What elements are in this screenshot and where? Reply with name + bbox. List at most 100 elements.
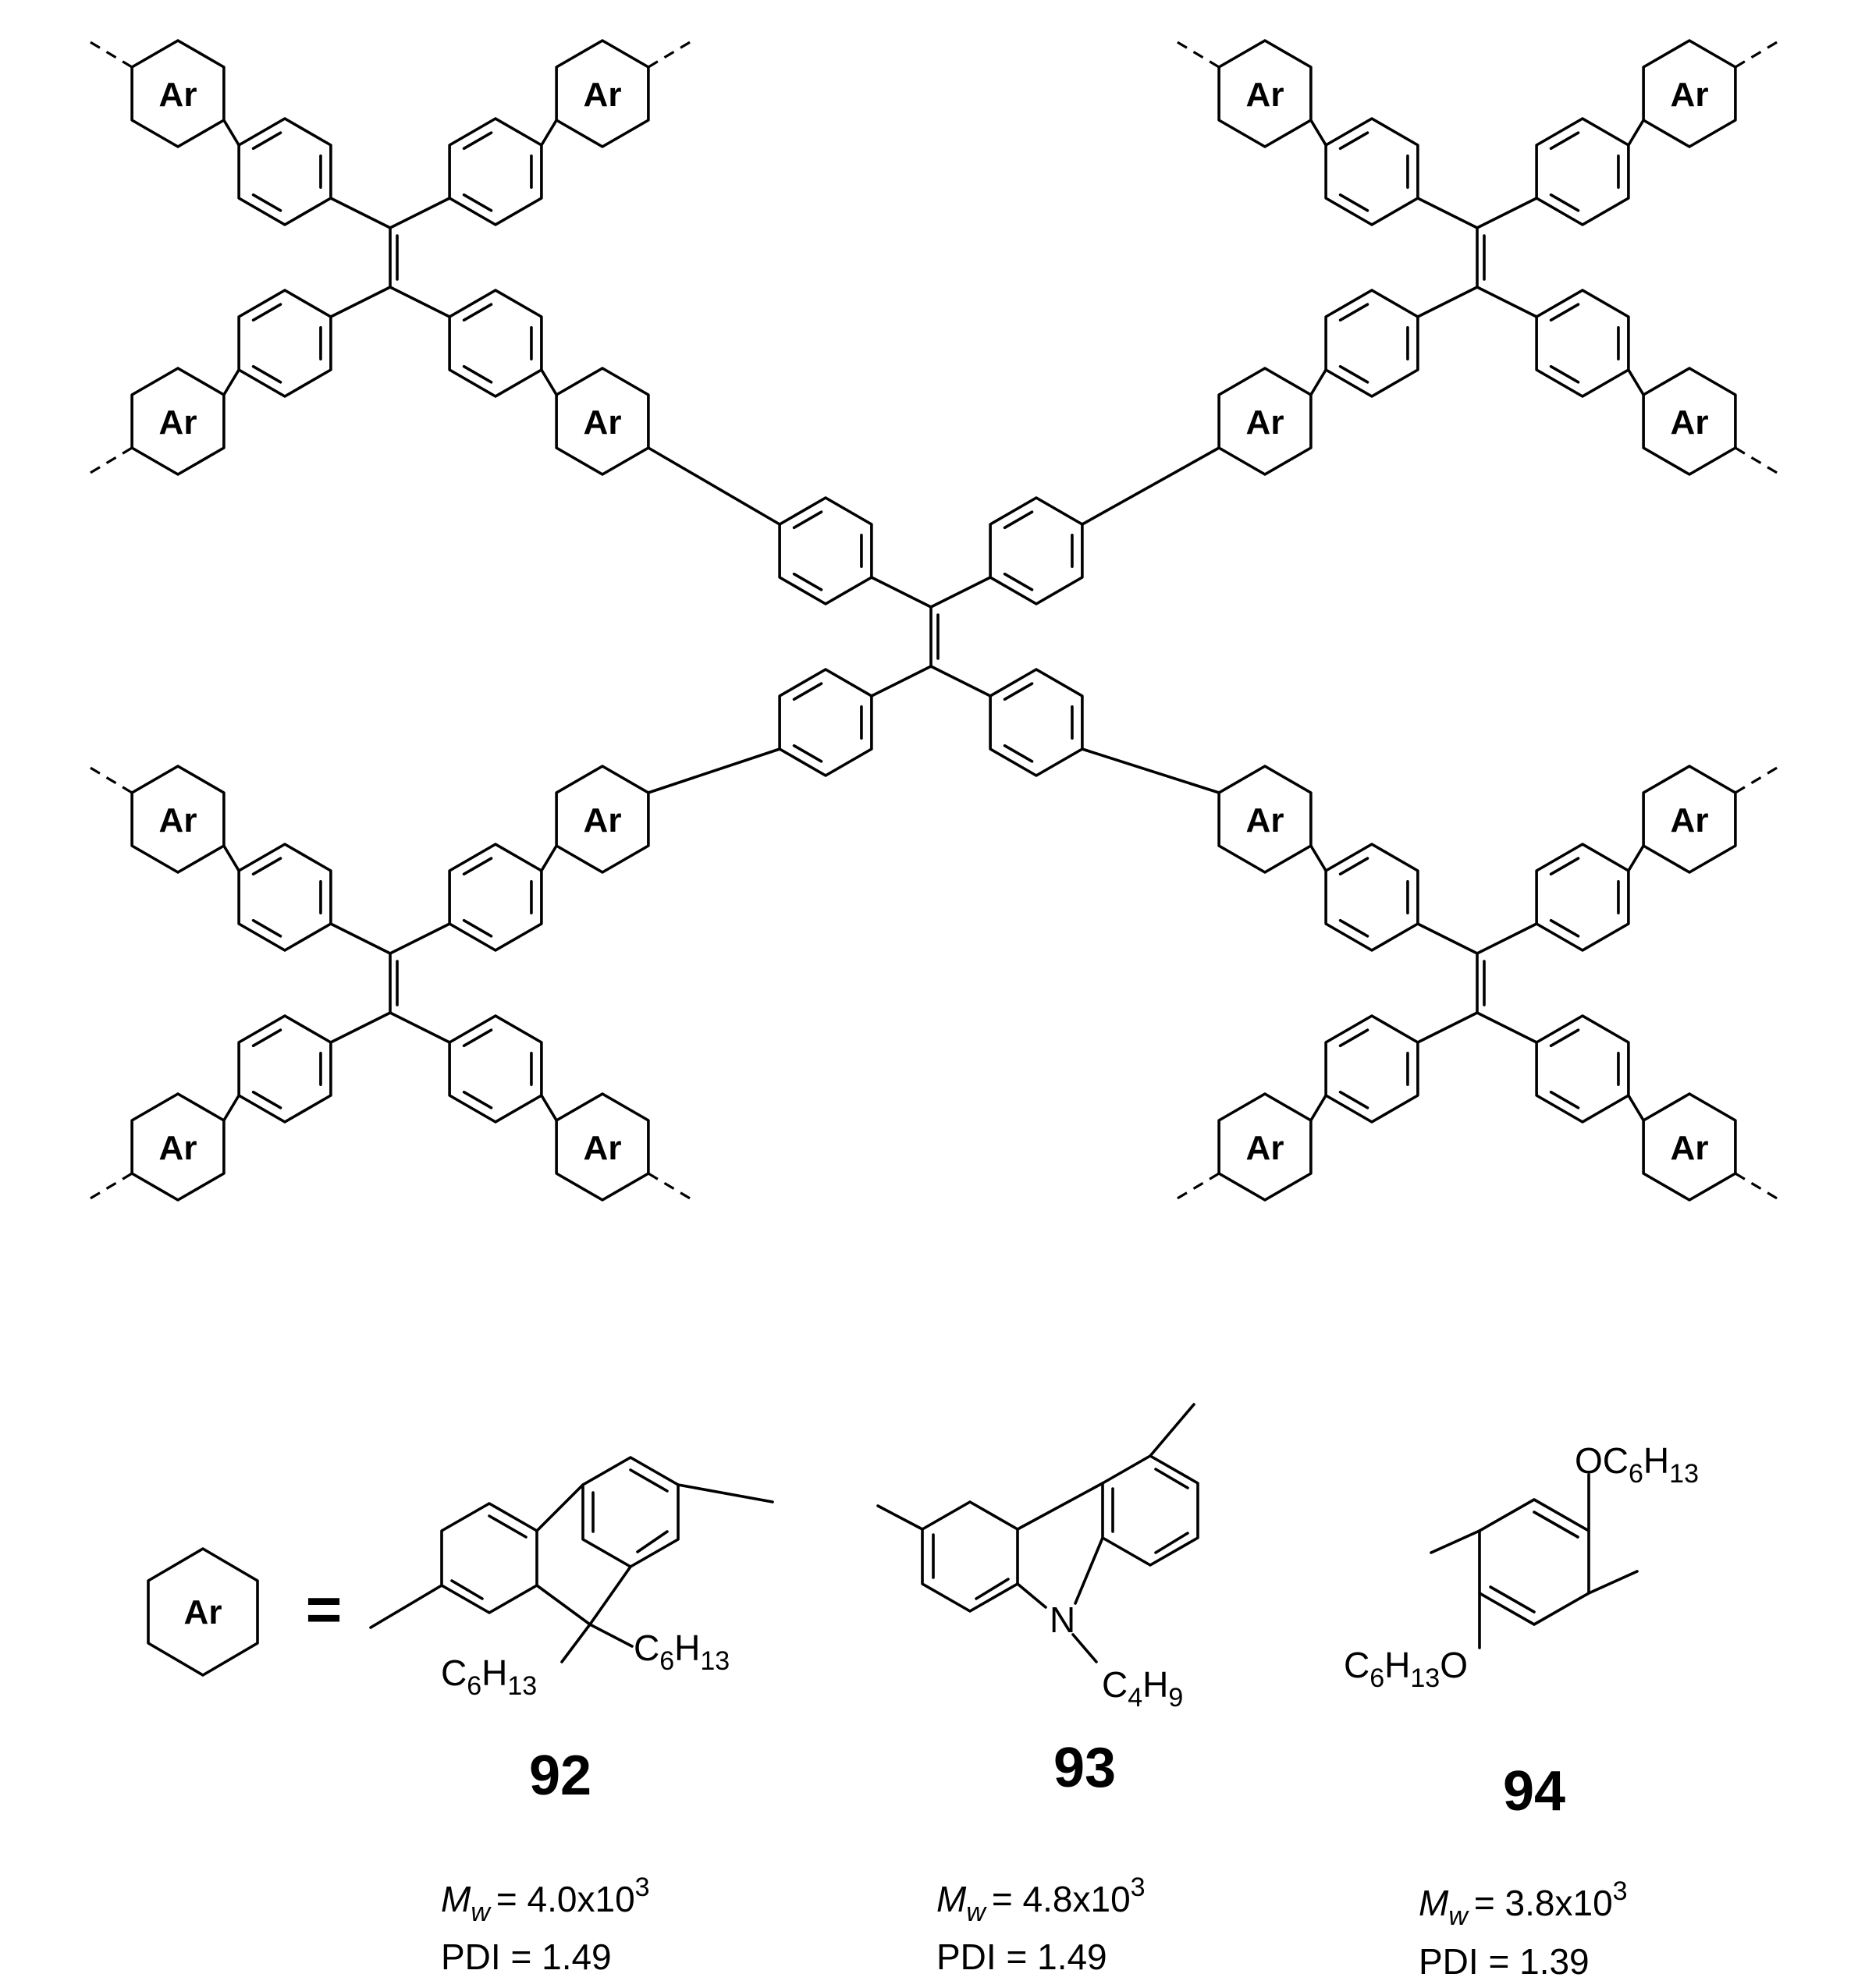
aromatic-double-bond	[462, 857, 493, 876]
ethylene-phenyl-bond	[1416, 286, 1479, 318]
ethylene-phenyl-bond	[1476, 922, 1538, 955]
ar-ring	[1642, 1092, 1737, 1202]
polymer-continuation-bond	[84, 1172, 133, 1203]
polymer-continuation-bond	[84, 37, 133, 69]
aromatic-double-bond	[1338, 131, 1369, 151]
alkoxy-substituent-top: OC6H13	[1575, 1440, 1699, 1489]
aryl-aryl-bond	[1309, 1094, 1327, 1122]
aromatic-double-bond	[251, 303, 282, 322]
ethylene-phenyl-bond	[1416, 197, 1479, 229]
ar-ring	[130, 765, 226, 874]
ar-ring	[1217, 1092, 1313, 1202]
aromatic-double-bond	[1549, 857, 1580, 876]
aromatic-double-bond	[1549, 193, 1580, 212]
aryl-aryl-bond	[222, 119, 240, 147]
aromatic-double-bond	[251, 131, 282, 151]
ar-ring-label: Ar	[159, 403, 197, 442]
aromatic-double-bond	[251, 1028, 282, 1048]
aromatic-double-bond	[1338, 1028, 1369, 1048]
carbazole-structure: N C4H9	[876, 1403, 1199, 1713]
ethylene-phenyl-bond	[1416, 922, 1479, 955]
ar-ring	[130, 39, 226, 148]
benzene-ring	[448, 289, 543, 398]
benzene-ring	[1535, 117, 1630, 226]
aryl-aryl-bond	[222, 844, 240, 872]
aromatic-double-bond	[1003, 510, 1034, 530]
ar-ring-label: Ar	[1246, 403, 1284, 442]
ar-ring-label: Ar	[159, 76, 197, 114]
core-linker-bond	[647, 747, 781, 794]
aromatic-double-bond	[251, 857, 282, 876]
mw-94: Mw= 3.8x103	[1419, 1876, 1628, 1931]
aryl-aryl-bond	[1309, 119, 1327, 147]
compound-93-info: 93 Mw= 4.8x103 PDI = 1.49	[936, 1737, 1146, 1977]
ethylene-phenyl-bond	[389, 1011, 451, 1044]
dialkoxybenzene-structure: OC6H13 C6H13O	[1344, 1440, 1699, 1693]
aromatic-double-bond	[251, 1090, 282, 1109]
ethylene-phenyl-bond	[870, 665, 932, 698]
ar-ring	[130, 1092, 226, 1202]
compound-number-94: 94	[1503, 1760, 1565, 1823]
aromatic-double-bond	[1549, 364, 1580, 384]
aromatic-double-bond	[1549, 131, 1580, 151]
aryl-aryl-bond	[1627, 844, 1645, 872]
benzene-ring	[1535, 1014, 1630, 1124]
aromatic-double-bond	[462, 303, 493, 322]
benzene-ring	[448, 843, 543, 952]
ar-ring	[1217, 765, 1313, 874]
aryl-aryl-bond	[1627, 368, 1645, 396]
aryl-aryl-bond	[540, 119, 558, 147]
ar-ring	[1217, 367, 1313, 476]
polymer-continuation-bond	[1171, 37, 1220, 69]
pdi-94: PDI = 1.39	[1419, 1941, 1590, 1982]
aromatic-double-bond	[251, 364, 282, 384]
ethylene-phenyl-bond	[1476, 1011, 1538, 1044]
aromatic-double-bond	[462, 364, 493, 384]
polymer-continuation-bond	[1735, 446, 1783, 477]
aromatic-double-bond	[1338, 193, 1369, 212]
benzene-ring	[1324, 117, 1419, 226]
fluorene-structure: C6H13 C6H13	[369, 1456, 774, 1701]
aromatic-double-bond	[1338, 857, 1369, 876]
ar-legend: Ar =	[147, 1547, 342, 1677]
polymer-continuation-bond	[1735, 1172, 1783, 1203]
benzene-ring	[448, 1014, 543, 1124]
benzene-ring	[989, 496, 1084, 605]
benzene-ring	[237, 289, 332, 398]
ar-ring	[1642, 367, 1737, 476]
ar-ring-label: Ar	[1671, 1129, 1709, 1167]
polymer-continuation-bond	[84, 763, 133, 794]
compound-number-93: 93	[1053, 1737, 1116, 1799]
ar-ring-label: Ar	[584, 76, 622, 114]
ar-ring-label: Ar	[1671, 76, 1709, 114]
compound-92-info: 92 Mw= 4.0x103 PDI = 1.49	[441, 1745, 650, 1977]
ethylene-phenyl-bond	[329, 286, 392, 318]
ar-ring-label: Ar	[159, 1129, 197, 1167]
ar-legend-ring	[147, 1547, 259, 1677]
core-linker-bond	[647, 446, 781, 526]
ar-ring	[1642, 765, 1737, 874]
polymer-continuation-bond	[1735, 37, 1783, 69]
aryl-aryl-bond	[222, 1094, 240, 1122]
polymer-continuation-bond	[1171, 1172, 1220, 1203]
alkoxy-substituent-bottom: C6H13O	[1344, 1645, 1468, 1693]
polymer-continuation-bond	[648, 1172, 696, 1203]
ethylene-phenyl-bond	[1416, 1011, 1479, 1044]
aryl-aryl-bond	[1309, 368, 1327, 396]
aromatic-double-bond	[1338, 1090, 1369, 1109]
aromatic-double-bond	[792, 572, 823, 591]
aromatic-double-bond	[1549, 303, 1580, 322]
aryl-aryl-bond	[540, 1094, 558, 1122]
ethylene-phenyl-bond	[329, 197, 392, 229]
ar-ring	[1642, 39, 1737, 148]
compound-number-92: 92	[529, 1745, 591, 1807]
aromatic-double-bond	[1003, 682, 1034, 701]
aromatic-double-bond	[792, 682, 823, 701]
carbazole-nitrogen: N	[1050, 1599, 1075, 1640]
core-linker-bond	[1081, 747, 1220, 794]
ethylene-phenyl-bond	[870, 576, 932, 609]
ethylene-phenyl-bond	[1476, 286, 1538, 318]
carbazole-substituent: C4H9	[1102, 1664, 1183, 1713]
